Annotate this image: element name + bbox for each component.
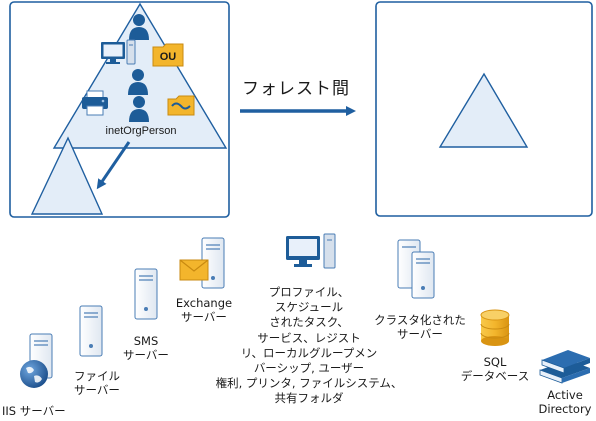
profiles-line: スケジュール	[274, 300, 344, 315]
profiles-line: 共有フォルダ	[274, 391, 344, 406]
active-directory-label: Active Directory	[536, 388, 594, 416]
shared-folder-icon	[167, 95, 195, 116]
target-domain-triangle	[438, 72, 529, 148]
database-icon	[480, 309, 510, 346]
ou-folder-icon: OU	[152, 43, 184, 67]
active-directory-label-line1: Active	[547, 388, 583, 402]
sms-server-icon	[134, 268, 158, 320]
file-server-label: ファイル サーバー	[74, 369, 120, 397]
intra-forest-arrow	[96, 141, 131, 190]
profiles-line: サービス、レジスト	[257, 330, 361, 345]
child-domain-triangle	[30, 136, 104, 215]
file-server-label-line2: サーバー	[74, 383, 120, 397]
exchange-server-label-line1: Exchange	[175, 296, 233, 310]
workstation-resources-label: プロファイル、 スケジュール されたタスク、 サービス、レジスト リ、ローカルグ…	[209, 285, 409, 407]
target-forest-panel	[375, 1, 593, 217]
user-icon	[128, 69, 148, 95]
sql-database-label-line2: データベース	[460, 369, 530, 383]
computer-icon	[101, 39, 136, 65]
sms-server-label-line2: サーバー	[123, 348, 169, 362]
user-icon	[129, 14, 149, 40]
sms-server-label: SMS サーバー	[116, 334, 176, 362]
sql-database-label: SQL データベース	[452, 355, 538, 383]
file-server-icon	[79, 305, 103, 357]
source-forest-panel: OU inetOrgPerson	[9, 1, 230, 218]
cross-forest-label: フォレスト間	[242, 79, 350, 99]
inetorgperson-label: inetOrgPerson	[106, 125, 177, 137]
cluster-server-icon	[397, 239, 435, 299]
profiles-line: プロファイル、	[268, 285, 350, 299]
cluster-server-label-line1: クラスタ化された	[374, 313, 466, 327]
exchange-server-label: Exchange サーバー	[172, 296, 236, 324]
profiles-line: バーシップ, ユーザー	[253, 361, 365, 376]
books-icon	[539, 350, 590, 384]
exchange-server-icon	[179, 237, 225, 289]
exchange-server-label-line2: サーバー	[181, 310, 227, 324]
iis-server-label: IIS サーバー	[2, 404, 66, 418]
workstation-icon	[286, 233, 336, 269]
file-server-label-line1: ファイル	[74, 369, 120, 383]
envelope-icon	[179, 259, 209, 281]
printer-icon	[82, 90, 108, 116]
globe-icon	[20, 360, 48, 388]
sms-server-label-line1: SMS	[133, 334, 159, 348]
sql-database-label-line1: SQL	[483, 355, 507, 369]
iis-server-icon	[20, 333, 53, 388]
profiles-line: 権利, プリンタ, ファイルシステム、	[215, 376, 403, 391]
profiles-line: リ、ローカルグループメン	[240, 345, 378, 360]
cluster-server-label-line2: サーバー	[397, 327, 443, 341]
profiles-line: されたタスク、	[269, 315, 349, 330]
active-directory-label-line2: Directory	[538, 402, 592, 416]
ou-label: OU	[160, 51, 177, 63]
user-icon	[129, 96, 149, 122]
cluster-server-label: クラスタ化された サーバー	[365, 313, 475, 341]
